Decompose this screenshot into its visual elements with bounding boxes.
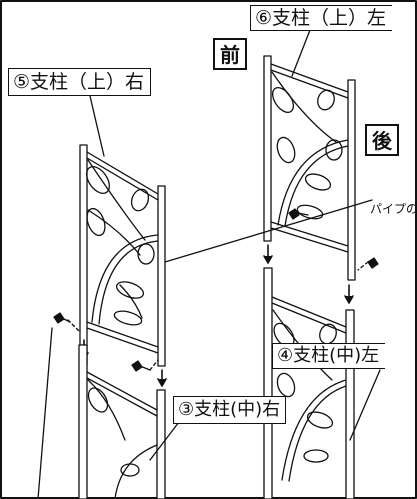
screw-icon [288, 208, 309, 220]
label-4-leader [349, 369, 381, 441]
down-arrow-icon [263, 244, 273, 264]
part-label-post-middle-left: ④支柱(中)左 [272, 343, 386, 369]
left-bottom-rail [86, 321, 159, 348]
pipe-note: パイプの [370, 202, 417, 216]
label-3-leader [149, 421, 180, 461]
part-label-post-upper-right: ⑤支柱（上）右 [8, 68, 152, 96]
label-6-leader [291, 29, 311, 77]
back-marker: 後 [365, 124, 399, 156]
part-label-post-upper-left: ⑥支柱（上）左 [250, 5, 393, 31]
left-post-right [157, 185, 166, 367]
screw-icon [53, 312, 71, 324]
right-lower-panel [263, 267, 381, 499]
screw-icon [131, 360, 151, 372]
label-5-leader [89, 95, 105, 157]
left-lower-panel [37, 327, 180, 499]
pipe-note-leader [164, 199, 373, 263]
front-marker: 前 [213, 38, 247, 70]
part-label-post-middle-right: ③支柱(中)右 [173, 396, 287, 424]
left-post-left [79, 144, 88, 366]
down-arrow-icon [344, 284, 354, 304]
screw-leader [37, 327, 53, 499]
left-top-rail [86, 151, 159, 195]
leaf-shape [86, 166, 110, 194]
left-upper-panel [53, 95, 166, 372]
screw-icon [357, 257, 379, 271]
right-upper-panel [164, 29, 379, 281]
left-arc [91, 234, 159, 323]
down-arrow-icon [157, 369, 167, 387]
